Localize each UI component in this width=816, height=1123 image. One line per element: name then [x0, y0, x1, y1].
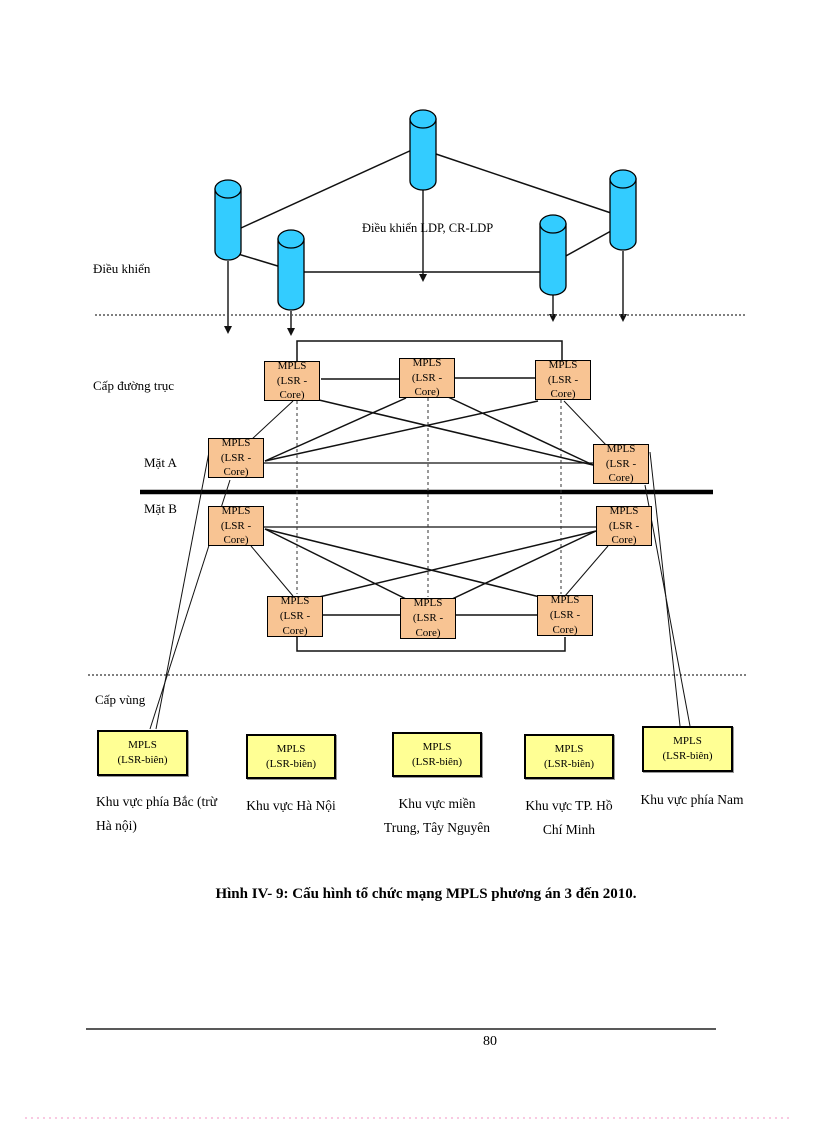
edge-node-hcmc: MPLS (LSR-biên) — [524, 734, 614, 779]
edge-node-hanoi: MPLS (LSR-biên) — [246, 734, 336, 779]
edge-node-north: MPLS (LSR-biên) — [97, 730, 188, 776]
control-layer-label: Điều khiển — [93, 261, 151, 276]
core-node-b-right: MPLS (LSR - Core) — [596, 505, 652, 546]
control-node-cylinders — [214, 109, 637, 311]
region-label-central: Khu vực miền Trung, Tây Nguyên — [383, 796, 491, 835]
core-node-a-right: MPLS (LSR - Core) — [593, 443, 649, 484]
core-node-b-bottom-left: MPLS (LSR - Core) — [267, 595, 323, 637]
plane-b-label: Mặt B — [144, 501, 177, 516]
core-node-a-left: MPLS (LSR - Core) — [208, 437, 264, 478]
core-node-a-top-right: MPLS (LSR - Core) — [535, 359, 591, 400]
cylinder-icon-right — [609, 169, 637, 251]
core-node-b-left: MPLS (LSR - Core) — [208, 505, 264, 546]
core-node-a-top-left: MPLS (LSR - Core) — [264, 360, 320, 401]
plane-a-links — [250, 340, 608, 466]
control-down-arrows — [224, 190, 627, 336]
cylinder-icon-top — [409, 109, 437, 191]
cylinder-icon-left-inner — [277, 229, 305, 311]
core-node-b-bottom-center: MPLS (LSR - Core) — [400, 597, 456, 639]
region-label-north: Khu vực phía Bắc (trừ Hà nội) — [96, 794, 218, 833]
cylinder-icon-left — [214, 179, 242, 261]
plane-b-links — [250, 526, 609, 652]
backbone-layer-label: Cấp đường trục — [93, 378, 175, 393]
cylinder-icon-right-inner — [539, 214, 567, 296]
region-label-hanoi: Khu vực Hà Nội — [246, 798, 336, 813]
edge-node-central: MPLS (LSR-biên) — [392, 732, 482, 777]
plane-a-top-bracket — [296, 340, 563, 361]
region-layer-label: Cấp vùng — [95, 692, 146, 707]
dotted-separators — [88, 314, 748, 676]
control-protocol-label: Điều khiển LDP, CR-LDP — [362, 221, 494, 235]
plane-a-label: Mặt A — [144, 455, 177, 470]
control-plane-links — [237, 148, 612, 273]
edge-node-south: MPLS (LSR-biên) — [642, 726, 733, 772]
region-label-hcmc: Khu vực TP. Hồ Chí Minh — [525, 798, 613, 837]
figure-caption: Hình IV- 9: Cấu hình tổ chức mạng MPLS p… — [215, 886, 637, 902]
core-node-a-top-center: MPLS (LSR - Core) — [399, 357, 455, 398]
dashed-vertical-guides — [296, 398, 562, 597]
plane-b-bottom-bracket — [296, 637, 566, 652]
page-number: 80 — [483, 1034, 497, 1049]
region-label-south: Khu vực phía Nam — [640, 792, 744, 807]
core-node-b-bottom-right: MPLS (LSR - Core) — [537, 594, 593, 636]
